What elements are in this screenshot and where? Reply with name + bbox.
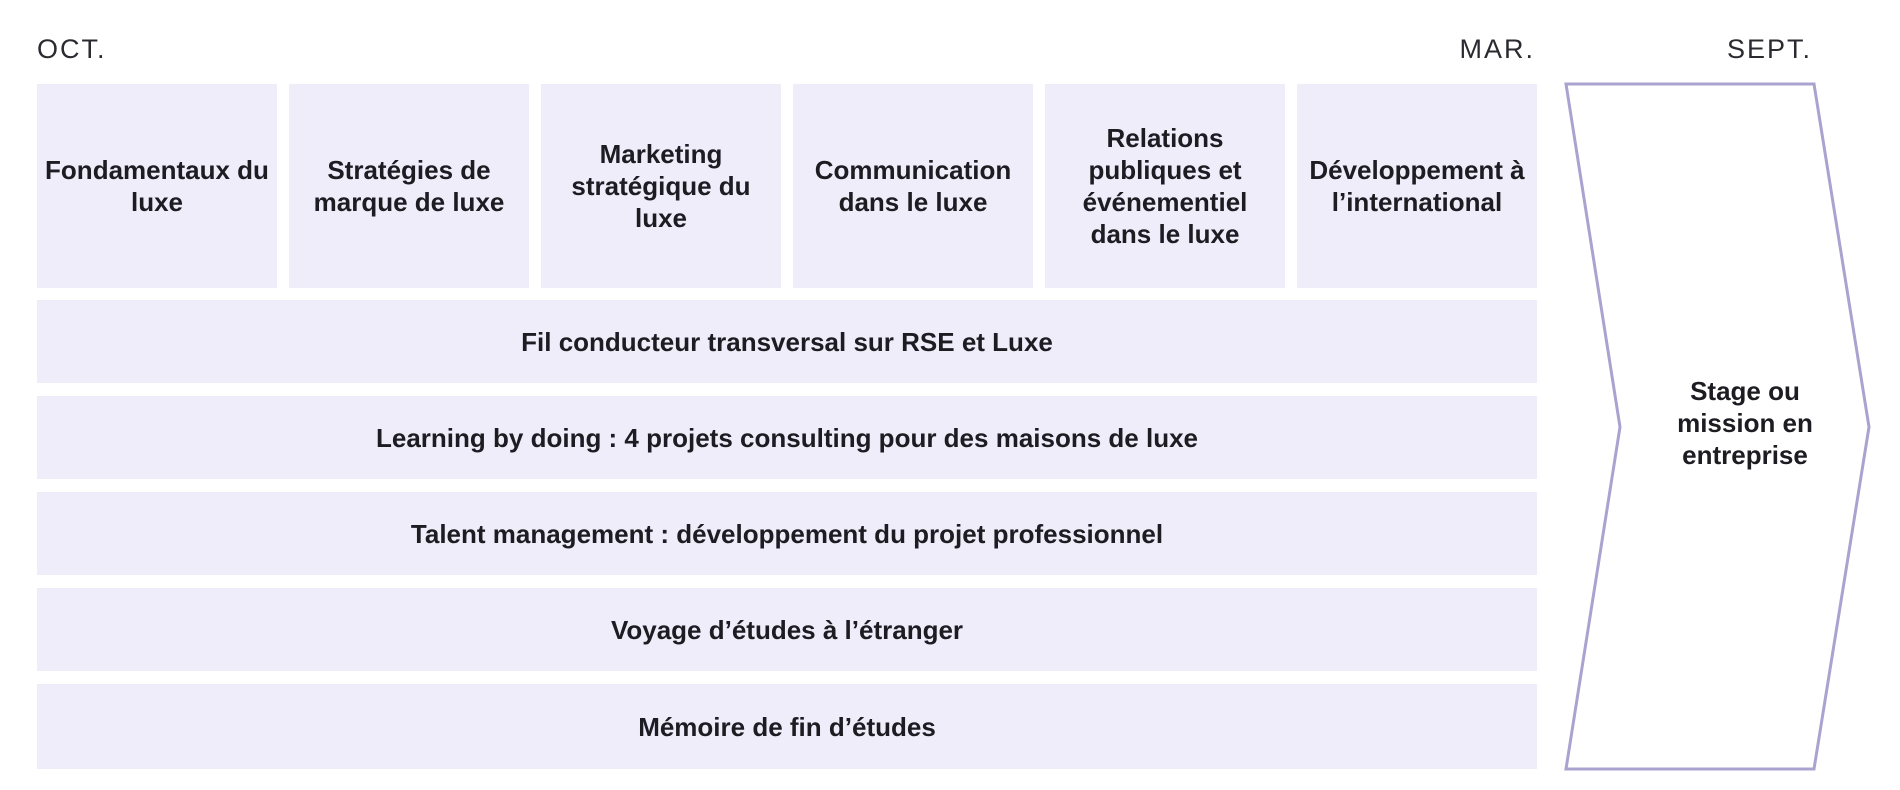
- timeline-end-label: SEPT.: [1727, 34, 1813, 64]
- module-label: Stratégies de marque de luxe: [313, 155, 505, 217]
- band-voyage-etudes: Voyage d’études à l’étranger: [37, 588, 1537, 671]
- module-label: Fondamentaux du luxe: [45, 155, 269, 217]
- band-label: Talent management : développement du pro…: [410, 518, 1164, 549]
- module-developpement-international: Développement à l’international: [1297, 84, 1537, 288]
- band-rse: Fil conducteur transversal sur RSE et Lu…: [37, 300, 1537, 383]
- module-label: Relations publiques et événementiel dans…: [1082, 123, 1248, 249]
- module-label: Marketing stratégique du luxe: [571, 139, 751, 233]
- module-relations-publiques: Relations publiques et événementiel dans…: [1045, 84, 1285, 288]
- band-label: Learning by doing : 4 projets consulting…: [376, 422, 1198, 453]
- final-stage-label: Stage ou mission en entreprise: [1677, 376, 1813, 470]
- timeline-start-label: OCT.: [37, 34, 107, 64]
- band-label: Fil conducteur transversal sur RSE et Lu…: [521, 326, 1053, 357]
- module-marketing-strategique: Marketing stratégique du luxe: [541, 84, 781, 288]
- band-talent-management: Talent management : développement du pro…: [37, 492, 1537, 575]
- band-label: Voyage d’études à l’étranger: [610, 614, 964, 645]
- module-communication: Communication dans le luxe: [793, 84, 1033, 288]
- module-label: Développement à l’international: [1309, 155, 1525, 217]
- module-fondamentaux: Fondamentaux du luxe: [37, 84, 277, 288]
- module-strategies-marque: Stratégies de marque de luxe: [289, 84, 529, 288]
- module-label: Communication dans le luxe: [814, 155, 1012, 217]
- band-learning-by-doing: Learning by doing : 4 projets consulting…: [37, 396, 1537, 479]
- band-memoire: Mémoire de fin d’études: [37, 684, 1537, 769]
- timeline-middle-label: MAR.: [1459, 34, 1535, 64]
- band-label: Mémoire de fin d’études: [638, 711, 936, 742]
